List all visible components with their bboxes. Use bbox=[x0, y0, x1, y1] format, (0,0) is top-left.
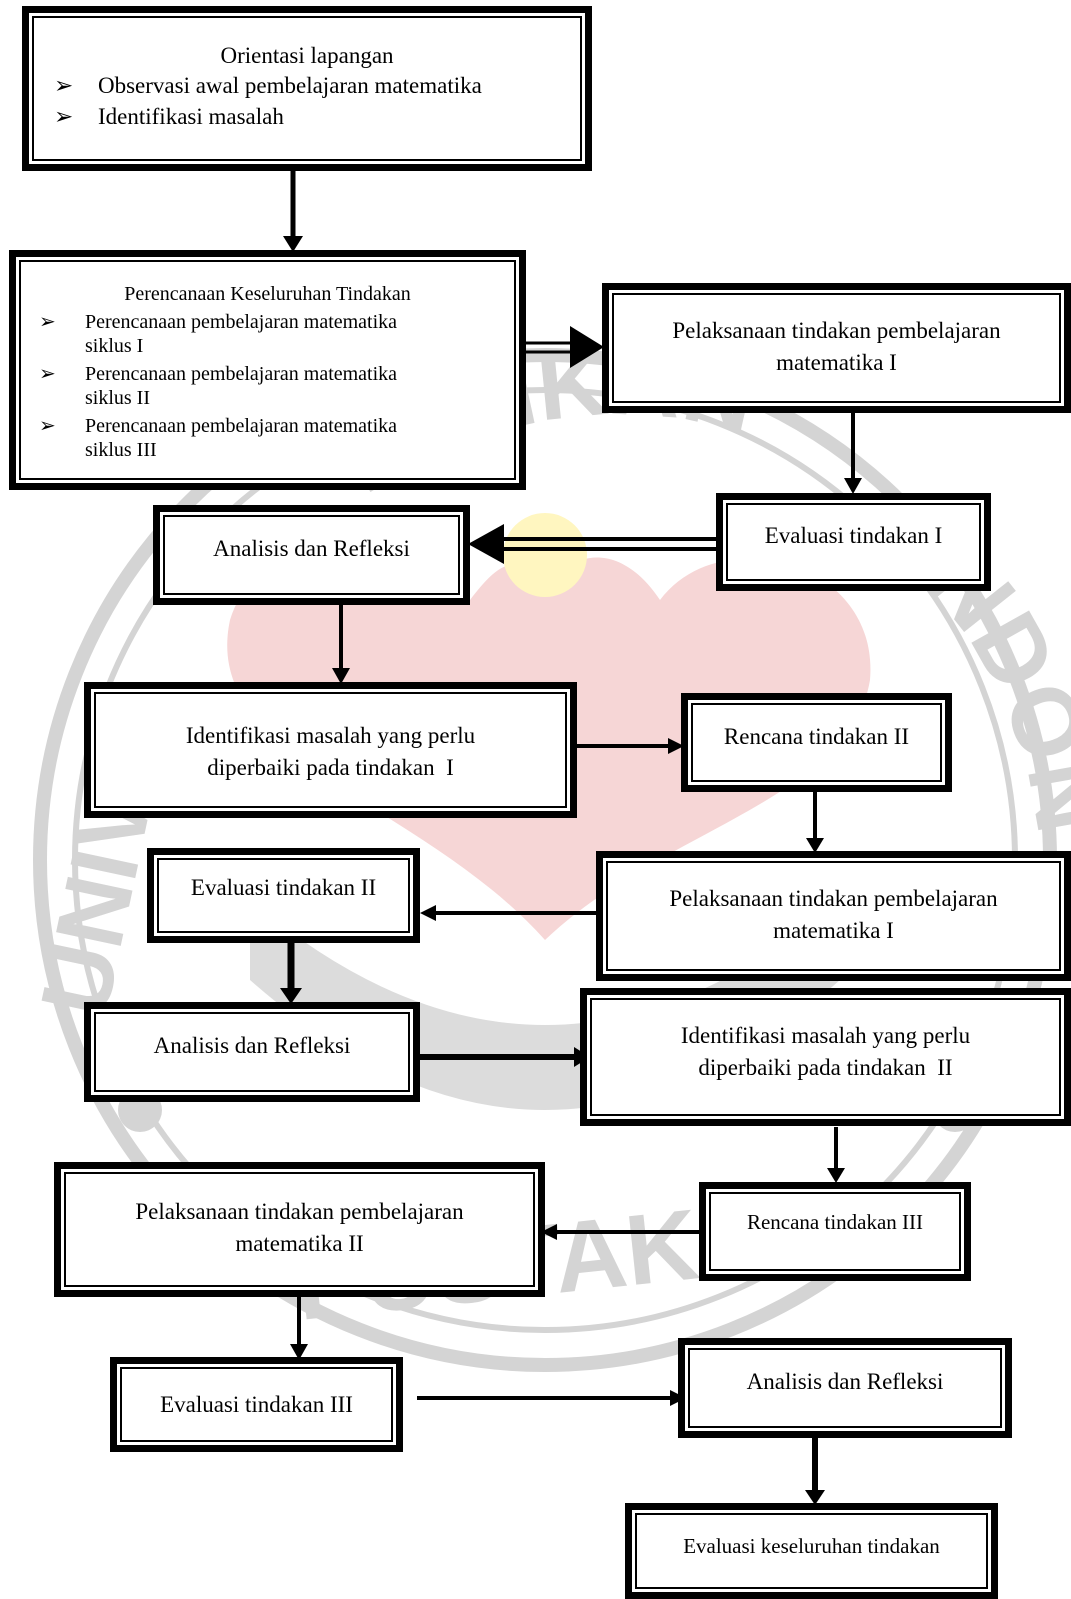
pelaksanaan-2-line: Pelaksanaan tindakan pembelajaran bbox=[669, 886, 998, 911]
perencanaan-title: Perencanaan Keseluruhan Tindakan bbox=[124, 283, 411, 305]
orientasi-title: Orientasi lapangan bbox=[220, 43, 394, 68]
identifikasi-2-line: diperbaiki pada tindakan II bbox=[698, 1054, 953, 1080]
arrowhead bbox=[541, 1224, 557, 1240]
evaluasi-3-label: Evaluasi tindakan III bbox=[160, 1391, 353, 1417]
perencanaan-item-line: siklus I bbox=[85, 335, 144, 357]
seal-sun bbox=[503, 513, 587, 597]
pelaksanaan-tindakan-3-box: Pelaksanaan tindakan pembelajaran matema… bbox=[54, 1162, 545, 1297]
perencanaan-keseluruhan-box: Perencanaan Keseluruhan Tindakan ➢ Peren… bbox=[9, 250, 526, 490]
pelaksanaan-tindakan-1-box: Pelaksanaan tindakan pembelajaran matema… bbox=[602, 283, 1071, 413]
arrowhead bbox=[827, 1168, 845, 1183]
orientasi-item: ➢ Identifikasi masalah bbox=[34, 103, 580, 131]
arrowhead bbox=[806, 838, 824, 853]
analisis-refleksi-2-box: Analisis dan Refleksi bbox=[84, 1002, 420, 1102]
orientasi-item-text: Observasi awal pembelajaran matematika bbox=[98, 72, 482, 98]
identifikasi-masalah-1-box: Identifikasi masalah yang perlu diperbai… bbox=[84, 682, 577, 818]
perencanaan-item-line: Perencanaan pembelajaran matematika bbox=[85, 311, 398, 333]
arrowhead bbox=[420, 905, 436, 921]
analisis-2-label: Analisis dan Refleksi bbox=[153, 1033, 351, 1058]
arrowhead bbox=[280, 988, 302, 1004]
analisis-refleksi-3-box: Analisis dan Refleksi bbox=[678, 1338, 1012, 1438]
pelaksanaan-3-line: Pelaksanaan tindakan pembelajaran bbox=[135, 1199, 464, 1224]
arrowhead bbox=[844, 478, 862, 494]
evaluasi-keseluruhan-box: Evaluasi keseluruhan tindakan bbox=[625, 1503, 998, 1599]
perencanaan-item-line: siklus III bbox=[85, 439, 157, 461]
identifikasi-1-line: Identifikasi masalah yang perlu bbox=[185, 723, 476, 748]
arrowhead bbox=[805, 1490, 825, 1505]
analisis-refleksi-1-box: Analisis dan Refleksi bbox=[153, 505, 470, 605]
bullet-arrow-icon: ➢ bbox=[54, 104, 74, 130]
evaluasi-keseluruhan-label: Evaluasi keseluruhan tindakan bbox=[683, 1534, 940, 1559]
pelaksanaan-2-line: matematika I bbox=[773, 917, 894, 943]
bullet-arrow-icon: ➢ bbox=[39, 311, 56, 333]
perencanaan-item-line: Perencanaan pembelajaran matematika bbox=[85, 363, 398, 385]
identifikasi-2-line: Identifikasi masalah yang perlu bbox=[680, 1023, 971, 1048]
pelaksanaan-1-line: Pelaksanaan tindakan pembelajaran bbox=[672, 318, 1001, 343]
orientasi-item-text: Identifikasi masalah bbox=[98, 104, 284, 130]
identifikasi-1-line: diperbaiki pada tindakan I bbox=[207, 754, 454, 780]
rencana-tindakan-2-box: Rencana tindakan II bbox=[681, 693, 952, 792]
evaluasi-tindakan-1-box: Evaluasi tindakan I bbox=[716, 493, 991, 591]
analisis-1-label: Analisis dan Refleksi bbox=[213, 536, 410, 562]
rencana-tindakan-3-box: Rencana tindakan III bbox=[699, 1182, 971, 1281]
orientasi-lapangan-box: Orientasi lapangan ➢ Observasi awal pemb… bbox=[22, 6, 592, 171]
evaluasi-1-label: Evaluasi tindakan I bbox=[764, 523, 943, 549]
perencanaan-item-line: Perencanaan pembelajaran matematika bbox=[85, 415, 398, 437]
evaluasi-2-label: Evaluasi tindakan II bbox=[190, 875, 377, 900]
evaluasi-tindakan-3-box: Evaluasi tindakan III bbox=[110, 1357, 403, 1452]
analisis-3-label: Analisis dan Refleksi bbox=[746, 1369, 944, 1394]
arrowhead bbox=[468, 524, 504, 564]
perencanaan-item-line: siklus II bbox=[85, 387, 150, 409]
pelaksanaan-1-line: matematika I bbox=[776, 349, 897, 375]
arrowhead bbox=[290, 1344, 308, 1360]
bullet-arrow-icon: ➢ bbox=[39, 415, 56, 437]
rencana-2-label: Rencana tindakan II bbox=[723, 723, 910, 749]
orientasi-item: ➢ Observasi awal pembelajaran matematika bbox=[34, 72, 580, 100]
arrowhead bbox=[668, 738, 684, 754]
arrowhead bbox=[332, 668, 350, 684]
bullet-arrow-icon: ➢ bbox=[54, 72, 74, 98]
arrowhead bbox=[570, 326, 604, 368]
evaluasi-tindakan-2-box: Evaluasi tindakan II bbox=[147, 848, 420, 943]
rencana-3-label: Rencana tindakan III bbox=[746, 1209, 924, 1234]
bullet-arrow-icon: ➢ bbox=[39, 363, 56, 385]
identifikasi-masalah-2-box: Identifikasi masalah yang perlu diperbai… bbox=[580, 988, 1071, 1126]
pelaksanaan-tindakan-2-box: Pelaksanaan tindakan pembelajaran matema… bbox=[596, 851, 1071, 981]
arrowhead bbox=[283, 236, 303, 252]
pelaksanaan-3-line: matematika II bbox=[235, 1230, 364, 1256]
